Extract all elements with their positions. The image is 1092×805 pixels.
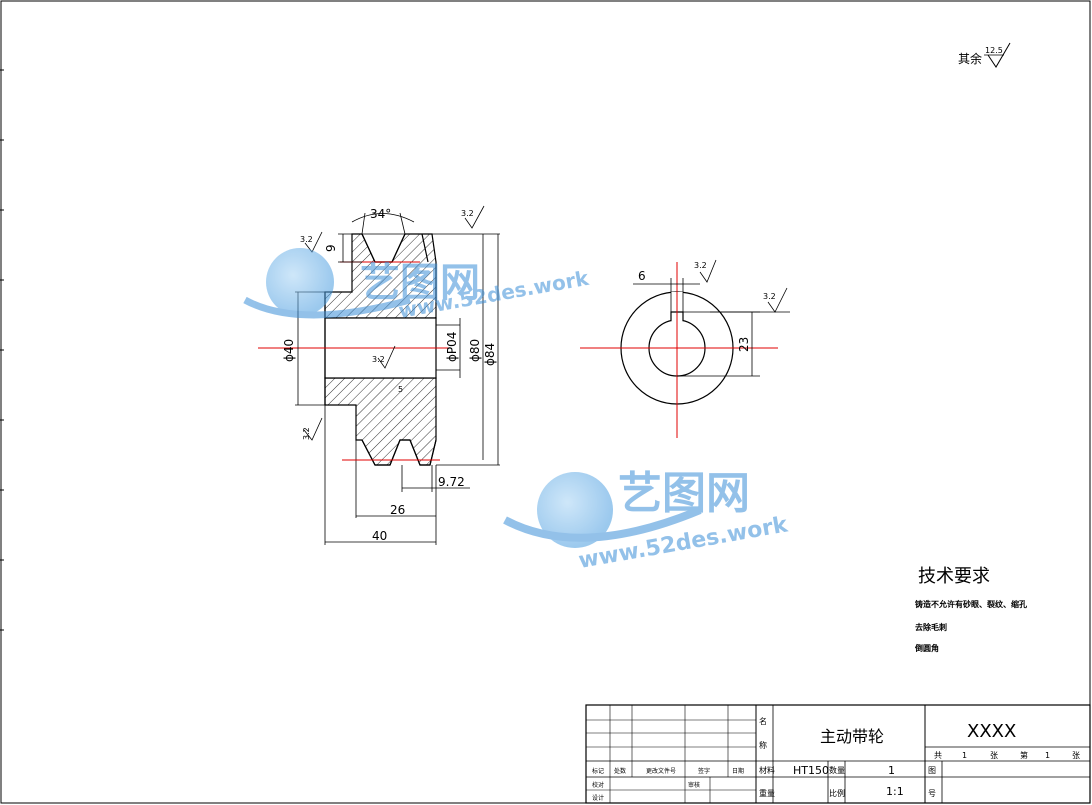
keyway-depth-dim: 23 xyxy=(737,337,751,352)
title-block xyxy=(585,704,1091,804)
drawing-label-char1: 图 xyxy=(928,766,936,775)
rev-header-sign: 签字 xyxy=(698,767,710,775)
drawing-code: XXXX xyxy=(967,721,1016,742)
tech-req-item-1: 铸造不允许有砂眼、裂纹、缩孔 xyxy=(915,599,1027,609)
section-mark: 5 xyxy=(398,385,403,394)
tech-req-title: 技术要求 xyxy=(918,566,990,587)
general-roughness-note: 其余 12.5 xyxy=(958,42,1011,68)
total-width-dim: 40 xyxy=(372,529,387,543)
roughness-symbol-icon xyxy=(987,42,1011,68)
watermark-globe-icon xyxy=(266,248,334,316)
rev-header-mark: 标记 xyxy=(592,767,604,775)
qty-label: 数量 xyxy=(829,765,845,775)
keyway-width-dim: 6 xyxy=(638,269,646,283)
check-label: 审核 xyxy=(688,781,700,789)
total-label: 共 xyxy=(934,751,942,760)
hub-dia-dim: ϕP04 xyxy=(445,332,459,362)
tech-req-item-2: 去除毛刺 xyxy=(915,622,947,632)
roughness-b: 3.2 xyxy=(461,209,474,218)
watermark-title-top: 艺图网 xyxy=(360,260,480,306)
watermark-title-middle: 艺图网 xyxy=(618,468,750,519)
roughness-c: 3.2 xyxy=(372,355,385,364)
groove-depth-dim: 9 xyxy=(324,244,338,252)
tech-requirements: 技术要求 铸造不允许有砂眼、裂纹、缩孔 去除毛刺 倒圆角 xyxy=(914,566,1027,653)
pitch-dia-dim: ϕ80 xyxy=(468,339,482,362)
scale-value: 1:1 xyxy=(886,785,904,798)
section-dimensions xyxy=(297,212,499,543)
end-view xyxy=(580,259,790,438)
weight-label: 重量 xyxy=(759,788,775,798)
page-label: 第 xyxy=(1020,750,1028,760)
lower-section-hatch xyxy=(324,377,437,466)
name-label-char2: 称 xyxy=(759,740,767,750)
rev-header-date: 日期 xyxy=(732,767,744,775)
scale-label: 比例 xyxy=(829,788,845,798)
rev-header-file: 更改文件号 xyxy=(646,767,676,775)
roughness-note-value: 12.5 xyxy=(985,46,1003,55)
part-name: 主动带轮 xyxy=(820,727,884,746)
watermark-middle: 艺图网 www.52des.work xyxy=(503,468,791,574)
roughness-note-label: 其余 xyxy=(958,51,982,66)
roughness-icon-b xyxy=(464,205,485,229)
roughness-e: 3.2 xyxy=(694,261,707,270)
verify-label: 校对 xyxy=(592,781,604,789)
name-label-char1: 名 xyxy=(759,716,767,726)
watermark-globe-icon-2 xyxy=(537,472,613,548)
groove-angle-dim: 34° xyxy=(370,207,391,221)
rev-header-count: 处数 xyxy=(614,767,626,775)
material-value: HT150 xyxy=(793,764,829,777)
roughness-icon-d xyxy=(303,417,323,441)
design-label: 设计 xyxy=(592,794,604,802)
total-count: 1 xyxy=(962,751,967,760)
page-unit: 张 xyxy=(1072,751,1080,760)
roughness-d: 3.2 xyxy=(302,427,311,440)
drawing-label-char2: 号 xyxy=(928,789,936,798)
roughness-icon-c xyxy=(377,345,396,369)
roughness-a: 3.2 xyxy=(300,235,313,244)
page-num: 1 xyxy=(1045,751,1050,760)
sheet-unit: 张 xyxy=(990,751,998,760)
bore-dia-dim: ϕ40 xyxy=(282,339,296,362)
edge-ticks xyxy=(0,69,4,631)
tech-req-item-3: 倒圆角 xyxy=(914,643,939,653)
roughness-f: 3.2 xyxy=(763,292,776,301)
groove-pitch-dim: 9.72 xyxy=(438,475,465,489)
material-label: 材料 xyxy=(759,765,775,775)
watermark-top: 艺图网 www.52des.work xyxy=(243,248,591,323)
hub-width-dim: 26 xyxy=(390,503,405,517)
outer-dia-dim: ϕ84 xyxy=(483,343,497,366)
qty-value: 1 xyxy=(888,764,895,777)
